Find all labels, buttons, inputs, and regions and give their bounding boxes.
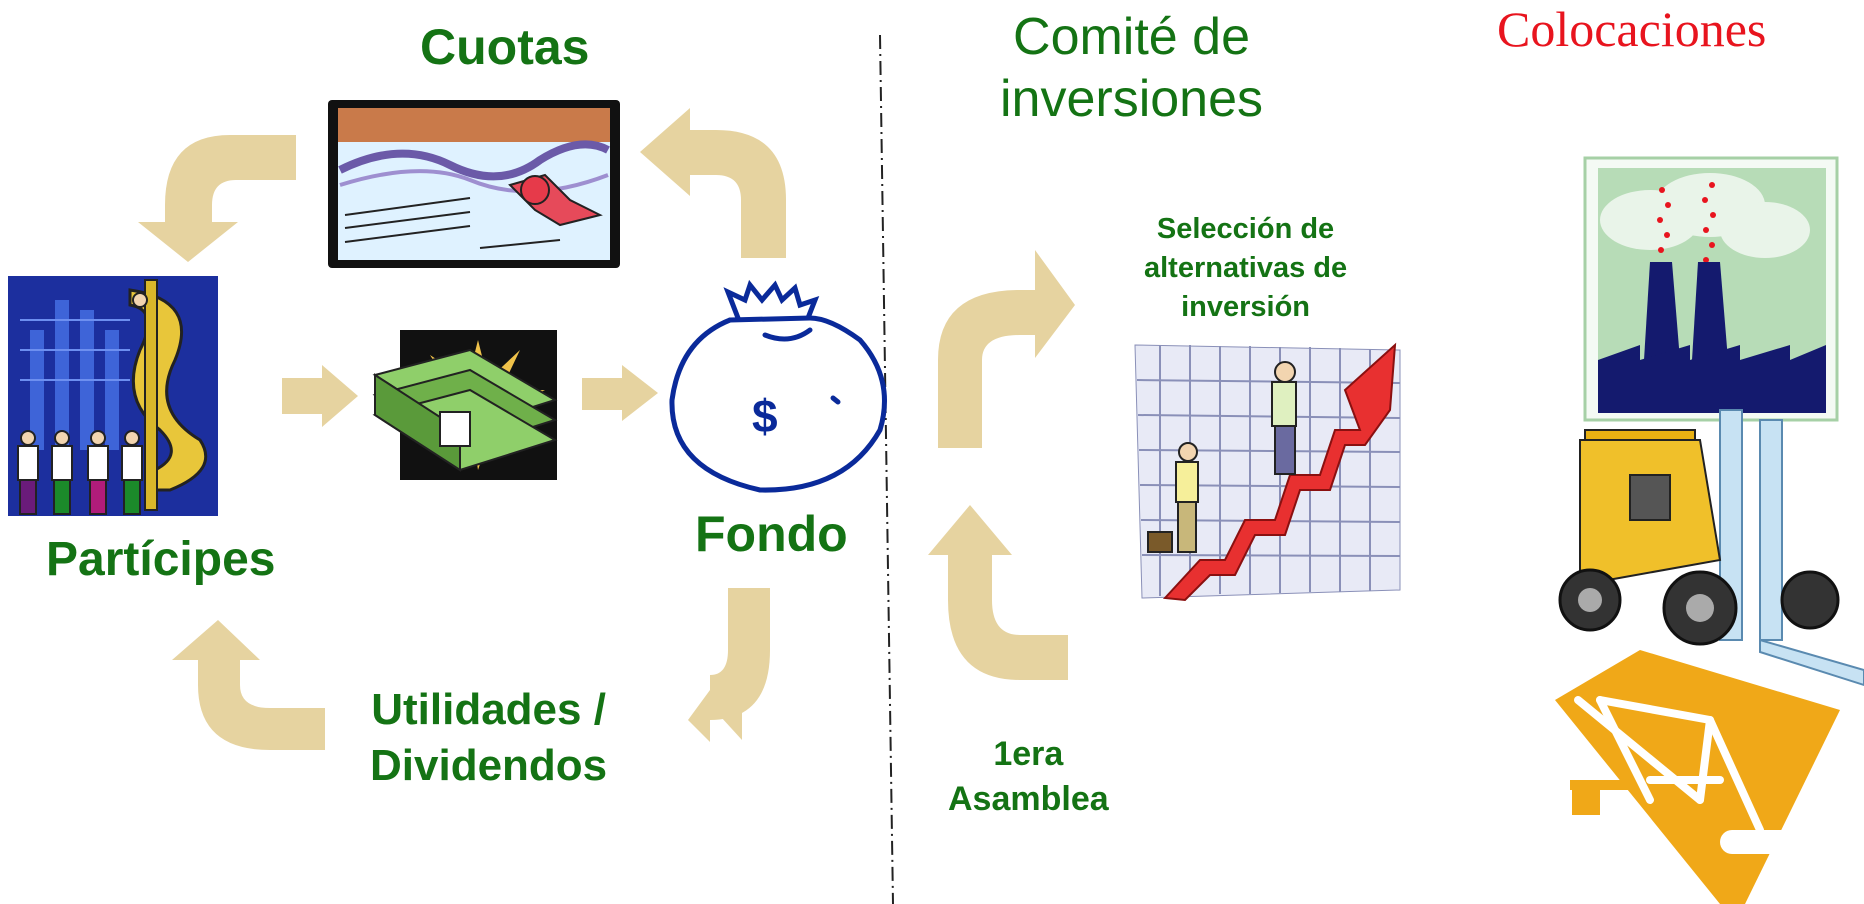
arrow-utilidades-to-participes [172,620,325,750]
arrow-fondo-to-cuotas [640,108,786,258]
arrows [138,108,1075,750]
utilidades-line1: Utilidades / [371,685,606,734]
comite-label: Comité de inversiones [1000,6,1263,130]
asamblea-label: 1era Asamblea [948,732,1109,822]
fondo-label: Fondo [695,506,848,562]
arrow-comite-to-seleccion [938,250,1075,448]
colocaciones-label: Colocaciones [1497,1,1767,57]
forklift-icon [1558,409,1864,687]
arrow-cuotas-to-participes [138,135,296,262]
asamblea-line2: Asamblea [948,780,1109,818]
stair-climb-icon [1134,342,1401,602]
money-bag-icon: $ [669,279,887,493]
seleccion-label: Selección de alternativas de inversión [1144,210,1347,327]
arrow-fondo-to-utilidades [688,588,770,742]
comite-line2: inversiones [1000,70,1264,128]
comite-line1: Comité de [1013,8,1251,66]
divider-line [879,34,894,904]
arrow-participes-to-cash [282,365,358,427]
participants-dollar-icon [8,276,218,516]
seleccion-line1: Selección de [1156,213,1335,245]
utilidades-line2: Dividendos [370,741,608,790]
cash-stack-icon [372,330,558,480]
cuotas-label: Cuotas [420,19,590,75]
money-bag-symbol: $ [752,390,778,442]
factory-icon [1583,156,1839,422]
arrow-cash-to-fondo [582,365,658,421]
asamblea-line1: 1era [993,735,1064,773]
crane-icon [1555,650,1840,904]
certificate-icon [328,100,620,268]
utilidades-label: Utilidades / Dividendos [370,682,607,794]
participes-label: Partícipes [46,533,276,586]
seleccion-line3: inversión [1181,291,1311,323]
seleccion-line2: alternativas de [1144,252,1348,284]
arrow-asamblea-up [928,505,1068,680]
